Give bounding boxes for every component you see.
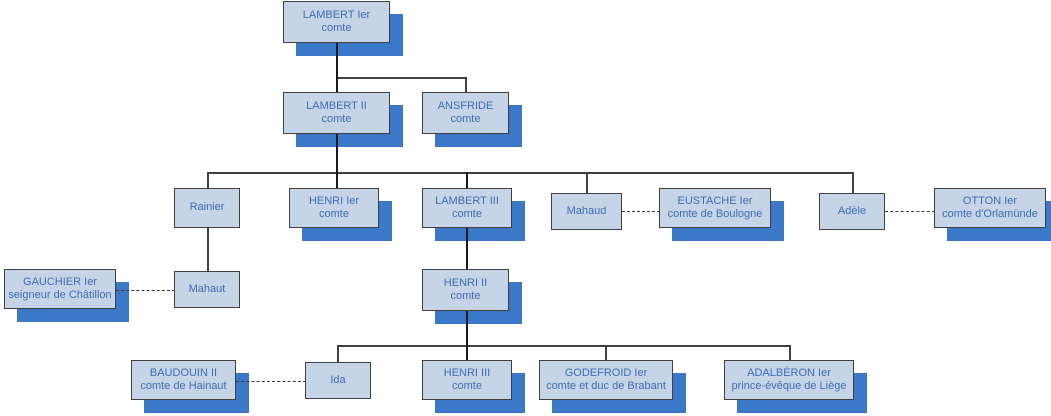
node-label-primary: Adèle: [837, 204, 867, 217]
node-label-secondary: comte: [319, 208, 349, 220]
node-label-primary: LAMBERT Ier: [302, 8, 371, 21]
node-ansfride[interactable]: ANSFRIDE comte: [422, 92, 509, 134]
connector-lambert2-stem: [336, 134, 338, 173]
node-mahaud[interactable]: Mahaud: [551, 193, 622, 230]
connector-rainier-mahaut: [207, 228, 209, 272]
connector-godefroid1-drop: [605, 345, 607, 361]
node-otton1[interactable]: OTTON Ier comte d'Orlamünde: [934, 188, 1046, 228]
node-lambert3[interactable]: LAMBERT III comte: [422, 188, 512, 228]
node-label-primary: BAUDOUIN II: [149, 366, 218, 379]
connector-ida-drop: [337, 345, 339, 363]
node-label-primary: GODEFROID Ier: [564, 366, 648, 379]
node-label-secondary: comte d'Orlamünde: [942, 208, 1038, 220]
node-label-secondary: comte de Hainaut: [140, 380, 227, 392]
marriage-link-baudouin-ida: [236, 381, 306, 382]
node-label-secondary: comte: [321, 113, 352, 125]
node-label-primary: HENRI Ier: [308, 194, 360, 207]
connector-ansfride-drop: [465, 77, 467, 93]
connector-lambert2-bar: [207, 172, 852, 174]
marriage-link-mahaud-eustache: [622, 211, 660, 212]
connector-lambert3-drop: [466, 172, 468, 189]
node-henri3[interactable]: HENRI III comte: [422, 360, 512, 400]
node-label-primary: HENRI II: [443, 276, 488, 289]
node-gauchier1[interactable]: GAUCHIER Ier seigneur de Châtillon: [4, 269, 116, 309]
node-label-primary: OTTON Ier: [962, 194, 1018, 207]
node-godefroid1[interactable]: GODEFROID Ier comte et duc de Brabant: [539, 360, 673, 400]
connector-henri3-drop: [466, 345, 468, 361]
node-label-primary: ANSFRIDE: [437, 99, 494, 112]
node-eustache1[interactable]: EUSTACHE Ier comte de Boulogne: [659, 188, 771, 228]
node-label-primary: LAMBERT II: [306, 99, 367, 112]
node-label-secondary: prince-évêque de Liège: [731, 380, 847, 392]
marriage-link-gauchier-mahaut: [116, 290, 175, 291]
node-label-primary: ADALBÉRON Ier: [747, 366, 831, 379]
node-mahaut[interactable]: Mahaut: [174, 271, 240, 308]
node-label-primary: Mahaut: [188, 282, 226, 295]
node-label-primary: HENRI III: [443, 366, 491, 379]
node-label-primary: EUSTACHE Ier: [677, 194, 753, 207]
connector-henri2-stem: [466, 311, 468, 346]
node-lambert2[interactable]: LAMBERT II comte: [283, 92, 390, 134]
node-label-primary: LAMBERT III: [435, 194, 499, 207]
connector-adalberon1-drop: [789, 345, 791, 361]
connector-lambert1-stem: [336, 43, 338, 78]
node-rainier[interactable]: Rainier: [174, 188, 240, 228]
node-label-primary: Mahaud: [566, 204, 607, 217]
connector-henri1-drop: [336, 172, 338, 189]
connector-lambert3-henri2: [466, 228, 468, 270]
connector-henri2-bar: [337, 345, 789, 347]
node-label-secondary: comte: [452, 380, 482, 392]
node-ida[interactable]: Ida: [305, 362, 371, 399]
node-label-secondary: comte: [452, 208, 482, 220]
node-label-secondary: comte: [450, 290, 481, 302]
node-adele[interactable]: Adèle: [819, 193, 885, 230]
node-label-primary: Rainier: [189, 201, 225, 214]
node-henri1[interactable]: HENRI Ier comte: [289, 188, 379, 228]
connector-lambert1-bar: [336, 77, 466, 79]
node-label-primary: Ida: [330, 373, 346, 386]
connector-mahaud-drop: [586, 172, 588, 194]
node-label-primary: GAUCHIER Ier: [23, 275, 97, 288]
connector-lambert2-drop: [336, 77, 338, 93]
connector-adele-drop: [852, 172, 854, 194]
connector-rainier-drop: [207, 172, 209, 189]
node-label-secondary: comte et duc de Brabant: [546, 380, 666, 392]
node-adalberon1[interactable]: ADALBÉRON Ier prince-évêque de Liège: [724, 360, 854, 400]
node-label-secondary: comte de Boulogne: [667, 208, 763, 220]
node-henri2[interactable]: HENRI II comte: [422, 269, 509, 311]
node-label-secondary: comte: [321, 22, 352, 34]
node-label-secondary: seigneur de Châtillon: [8, 289, 112, 301]
node-label-secondary: comte: [450, 113, 481, 125]
node-lambert1[interactable]: LAMBERT Ier comte: [283, 1, 390, 43]
marriage-link-adele-otton: [885, 211, 935, 212]
node-baudouin2[interactable]: BAUDOUIN II comte de Hainaut: [131, 360, 236, 400]
